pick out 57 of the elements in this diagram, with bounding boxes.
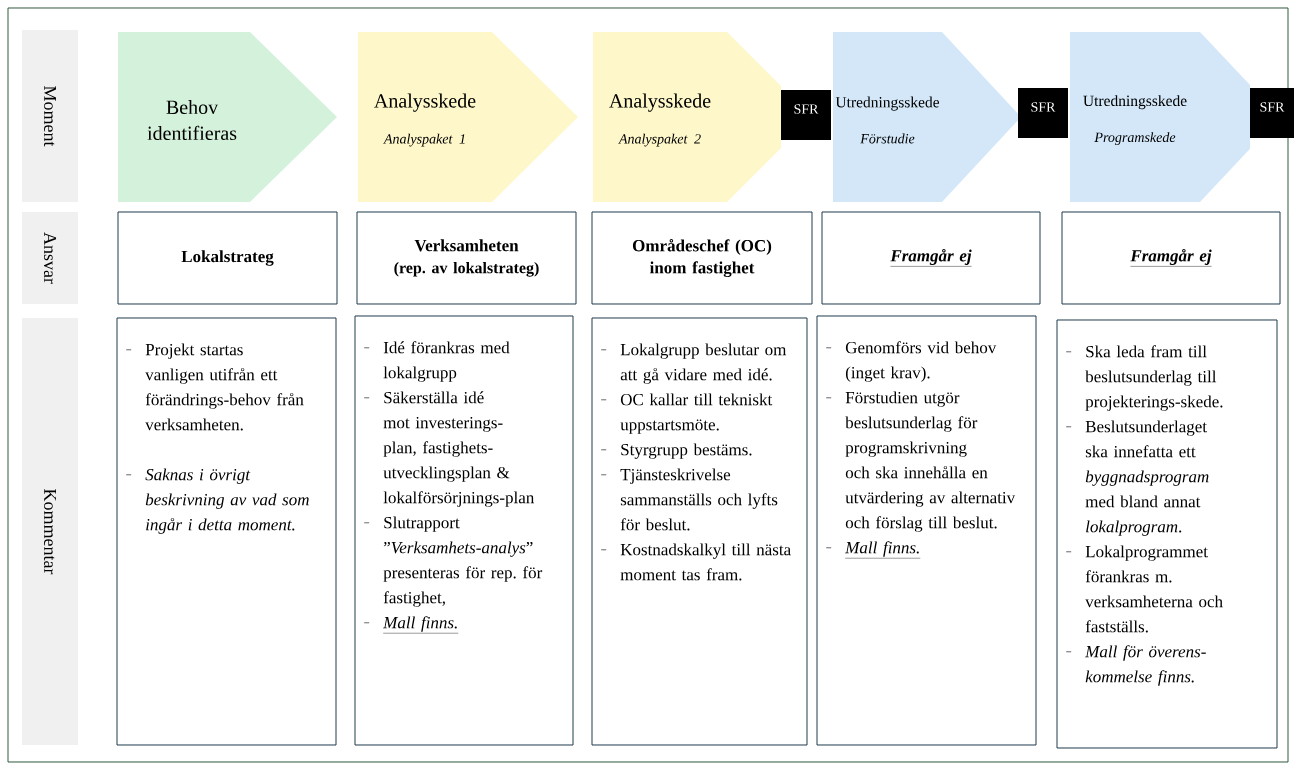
bullet-text: Slutrapport ”Verksamhets-analys” presenteras för rep. för fastighet, [383, 516, 543, 607]
process-stage [833, 32, 1018, 202]
responsibility-text: Framgår ej [1130, 249, 1212, 267]
process-stage [118, 32, 337, 202]
stage-subtitle: Analyspaket 1 [383, 133, 465, 147]
bullet-text: Tjänsteskrivelse sammanställs och lyfts för beslut. [620, 468, 778, 531]
bullet-text: Mall för överens-kommelse finns. [1085, 645, 1206, 686]
responsibility-text: Områdeschef (OC) inom fastighet [632, 238, 772, 278]
milestone-text: SFR [1031, 102, 1056, 112]
comment-box [816, 315, 1037, 746]
bullet-text: Beslutsunderlaget ska innefatta ett byggnadsprogram med bland annat lokalprogram. [1085, 420, 1209, 536]
bullet-text: Ska leda fram till beslutsunderlag till projekterings-skede. [1085, 345, 1223, 411]
responsibility-box [821, 211, 1041, 305]
milestone-box [1018, 88, 1068, 138]
responsibility-text: Verksamheten [414, 239, 519, 252]
bullet-text: Kostnadskalkyl till nästa moment tas fram. [620, 543, 791, 581]
stage-subtitle: Analyspaket 2 [618, 133, 701, 147]
responsibility-box [1061, 211, 1281, 305]
bullet-text: Projekt startas vanligen utifrån ett förändrings-behov från verksamheten. [145, 343, 304, 431]
bullet-text: Styrgrupp bestäms. [621, 443, 752, 459]
milestone-box [1250, 88, 1294, 138]
responsibility-text: Lokalstrateg [181, 250, 274, 266]
stage-title: Analysskede [609, 93, 711, 112]
comment-box [116, 317, 337, 746]
bullet-text: Saknas i övrigt beskrivning av vad som ingår i detta moment. [145, 468, 309, 534]
comment-box [1056, 319, 1278, 749]
bullet-text: Lokalgrupp beslutar om att gå vidare med idé. [620, 343, 787, 384]
bullet-text: Säkerställa idé mot investerings-plan, fastighets-utvecklingsplan & lokalförsörjnings-plan [383, 391, 535, 507]
row-header-text: Moment [44, 86, 56, 147]
bullet-text: Mall finns. [383, 616, 459, 634]
stage-subtitle: Förstudie [860, 133, 915, 144]
stage-subtitle: Programskede [1094, 132, 1176, 145]
milestone-box [781, 90, 831, 140]
milestone-text: SFR [794, 104, 819, 114]
process-stage [593, 32, 781, 202]
comment-box [354, 315, 574, 746]
responsibility-text: (rep. av lokalstrateg) [394, 262, 539, 277]
comment-box [591, 317, 808, 746]
milestone-text: SFR [1260, 102, 1285, 112]
stage-title: Analysskede [374, 93, 476, 112]
row-header-text: Kommentar [44, 489, 56, 575]
bullet-text: Lokalprogrammet förankras m. verksamheterna och fastställs. [1085, 545, 1223, 633]
responsibility-text: Framgår ej [890, 249, 972, 267]
stage-title: Utredningsskede [1083, 95, 1187, 110]
bullet-text: OC kallar till tekniskt uppstartsmöte. [620, 393, 773, 434]
stage-title: Utredningsskede [835, 96, 940, 111]
bullet-text: Mall finns. [845, 541, 921, 559]
row-header-text: Ansvar [44, 232, 57, 284]
process-stage [1070, 32, 1250, 202]
process-stage [358, 32, 578, 202]
stage-title: Behov identifieras [147, 99, 237, 141]
bullet-text: Förstudien utgör beslutsunderlag för programskrivning och ska innehålla en utvärdering av alternativ och förslag till beslut. [845, 391, 1016, 532]
bullet-text: Genomförs vid behov (inget krav). [845, 341, 997, 382]
responsibility-box [591, 211, 813, 305]
responsibility-box [117, 211, 338, 305]
bullet-text: Idé förankras med lokalgrupp [383, 341, 510, 382]
responsibility-box [356, 211, 577, 305]
